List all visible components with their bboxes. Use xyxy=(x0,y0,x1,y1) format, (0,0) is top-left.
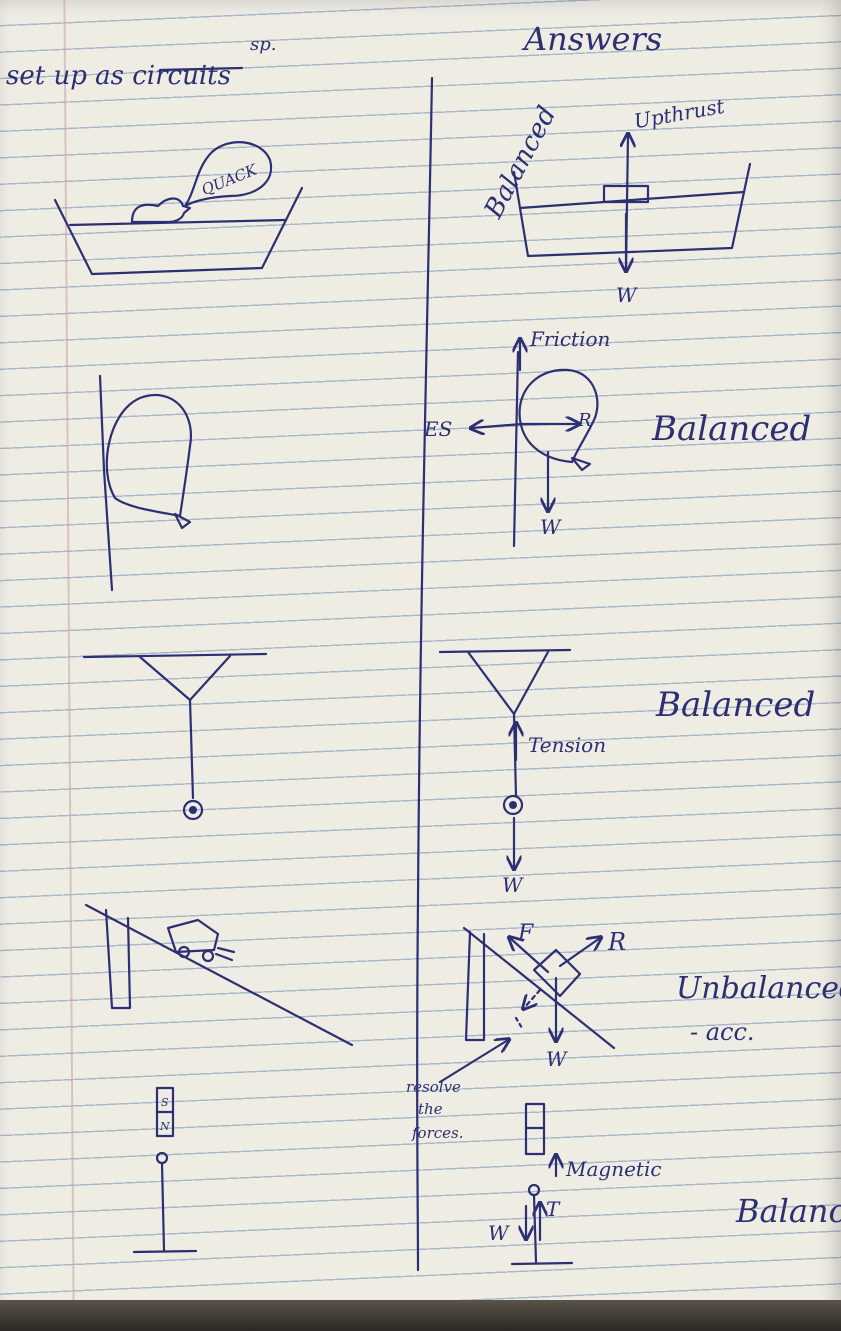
column-divider xyxy=(416,76,434,1272)
label-magnetic: Magnetic xyxy=(565,1157,662,1181)
side-note-3: forces. xyxy=(411,1124,464,1142)
label-r-2: R xyxy=(577,410,592,431)
answer-float-diagram: Balanced Upthrust W xyxy=(478,94,752,307)
pendulum-diagram xyxy=(82,652,268,821)
answer-pendulum-diagram: Tension W Balanced xyxy=(438,648,815,897)
answer-magnet-diagram: Magnetic W T Balance xyxy=(488,1102,841,1266)
heading-note: sp. xyxy=(250,34,276,55)
magnet-label-s: S xyxy=(161,1096,169,1109)
verdict-5: Balance xyxy=(735,1192,841,1230)
answer-ramp-diagram: F R W resolve the forces. Unbalanced - a… xyxy=(406,921,841,1142)
bath-diagram: QUACK xyxy=(53,141,304,276)
label-friction: Friction xyxy=(529,327,610,351)
heading-underline xyxy=(158,66,244,72)
label-t: T xyxy=(546,1197,561,1221)
label-w-1: W xyxy=(616,283,638,307)
label-upthrust: Upthrust xyxy=(632,94,727,134)
page-shadow xyxy=(0,1300,841,1331)
balloon-diagram xyxy=(98,374,193,592)
label-w-5: W xyxy=(488,1221,510,1245)
label-w-3: W xyxy=(502,873,524,897)
label-w-2: W xyxy=(540,515,562,539)
label-w-4: W xyxy=(546,1047,568,1071)
label-f: F xyxy=(517,921,534,946)
verdict-4-note: - acc. xyxy=(690,1018,755,1046)
label-tension: Tension xyxy=(528,733,606,757)
verdict-2: Balanced xyxy=(651,409,811,449)
verdict-4: Unbalanced xyxy=(676,971,841,1006)
label-es: ES xyxy=(423,417,452,441)
magnet-label-n: N xyxy=(159,1120,170,1133)
verdict-3: Balanced xyxy=(655,685,815,725)
label-r-4: R xyxy=(607,928,626,956)
side-note-2: the xyxy=(418,1100,443,1118)
answer-balloon-diagram: Friction ES R W Balanced xyxy=(423,327,811,548)
side-note-1: resolve xyxy=(406,1078,461,1096)
right-heading: Answers xyxy=(521,20,662,58)
magnet-stand-diagram: S N xyxy=(132,1086,198,1254)
ramp-diagram xyxy=(84,903,354,1047)
left-heading: set up as circuits xyxy=(6,61,231,91)
